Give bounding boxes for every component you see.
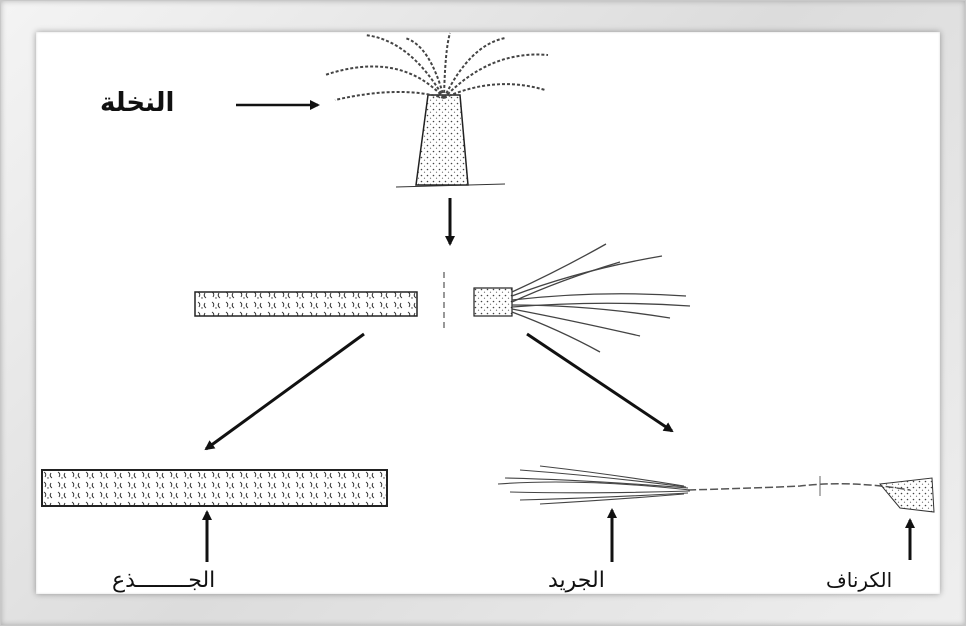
arrow-to-fronds [527,334,672,431]
karnaf-base [880,478,934,512]
frond-illustration [498,466,934,512]
split-trunk-segment [195,292,417,316]
palm-tree-illustration [325,33,548,187]
trunk-label: الجــــــــذع [112,568,215,593]
palm-label: النخلة [100,88,174,118]
trunk-illustration [42,470,387,506]
split-frond-segment [474,244,690,352]
fronds-label: الجريد [548,568,605,593]
arrow-to-trunk [206,334,364,449]
karnaf-label: الكرناف [826,568,892,592]
